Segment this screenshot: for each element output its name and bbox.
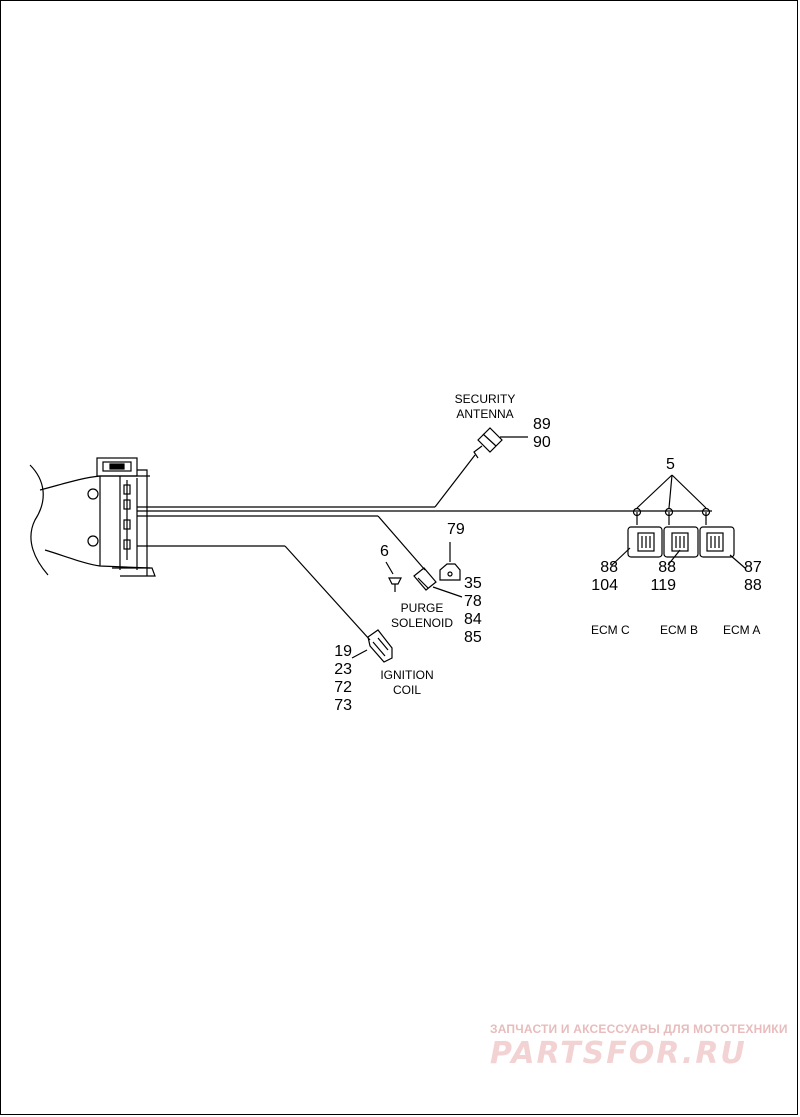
ecm-a-part-numbers: 87 88 [744, 559, 762, 595]
ecm-connectors [611, 474, 746, 569]
ignition-coil-label: IGNITION COIL [370, 668, 444, 698]
part-number: 84 [464, 611, 482, 628]
purge-solenoid-label-line1: PURGE [400, 601, 444, 615]
purge-cap-number: 79 [447, 521, 465, 538]
part-number: 19 [334, 643, 352, 660]
purge-solenoid-label-line2: SOLENOID [390, 616, 453, 630]
purge-clip-number: 6 [380, 543, 389, 560]
connector-clip-number: 5 [666, 456, 675, 473]
ecm-a-label: ECM A [723, 623, 761, 637]
part-number: 88 [744, 577, 762, 594]
part-number: 85 [464, 629, 482, 646]
ignition-coil-part [351, 629, 393, 663]
ecm-c-part-numbers: 88 104 [584, 559, 618, 595]
frame-bracket [29, 464, 156, 577]
part-number: 90 [533, 434, 551, 451]
ignition-coil-label-line1: IGNITION [380, 668, 434, 682]
ecm-c-label: ECM C [591, 623, 630, 637]
part-number: 119 [650, 577, 676, 594]
purge-solenoid-part [385, 542, 463, 598]
part-number: 72 [334, 679, 352, 696]
part-number: 89 [533, 416, 551, 433]
purge-part-numbers: 35 78 84 85 [464, 575, 482, 647]
part-number: 73 [334, 697, 352, 714]
antenna-connector [473, 427, 528, 459]
ecm-b-label: ECM B [660, 623, 699, 637]
ignition-part-numbers: 19 23 72 73 [328, 643, 352, 715]
part-number: 78 [464, 593, 482, 610]
ecm-b-part-numbers: 88 119 [642, 559, 676, 595]
part-number: 35 [464, 575, 482, 592]
security-antenna-label-line2: ANTENNA [456, 407, 514, 421]
security-antenna-label: SECURITY ANTENNA [449, 392, 521, 422]
security-antenna-label-line1: SECURITY [454, 392, 516, 406]
watermark-logo: PARTSFOR.RU [490, 1036, 747, 1071]
antenna-part-numbers: 89 90 [533, 416, 551, 452]
purge-solenoid-label: PURGE SOLENOID [384, 601, 460, 631]
part-number: 104 [591, 577, 618, 594]
watermark-caption: ЗАПЧАСТИ И АКСЕССУАРЫ ДЛЯ МОТОТЕХНИКИ [490, 1022, 788, 1036]
harness-lines [137, 454, 712, 641]
ignition-coil-label-line2: COIL [392, 683, 421, 697]
top-module [96, 457, 148, 477]
part-number: 88 [658, 559, 676, 576]
part-number: 88 [600, 559, 618, 576]
part-number: 87 [744, 559, 762, 576]
part-number: 23 [334, 661, 352, 678]
